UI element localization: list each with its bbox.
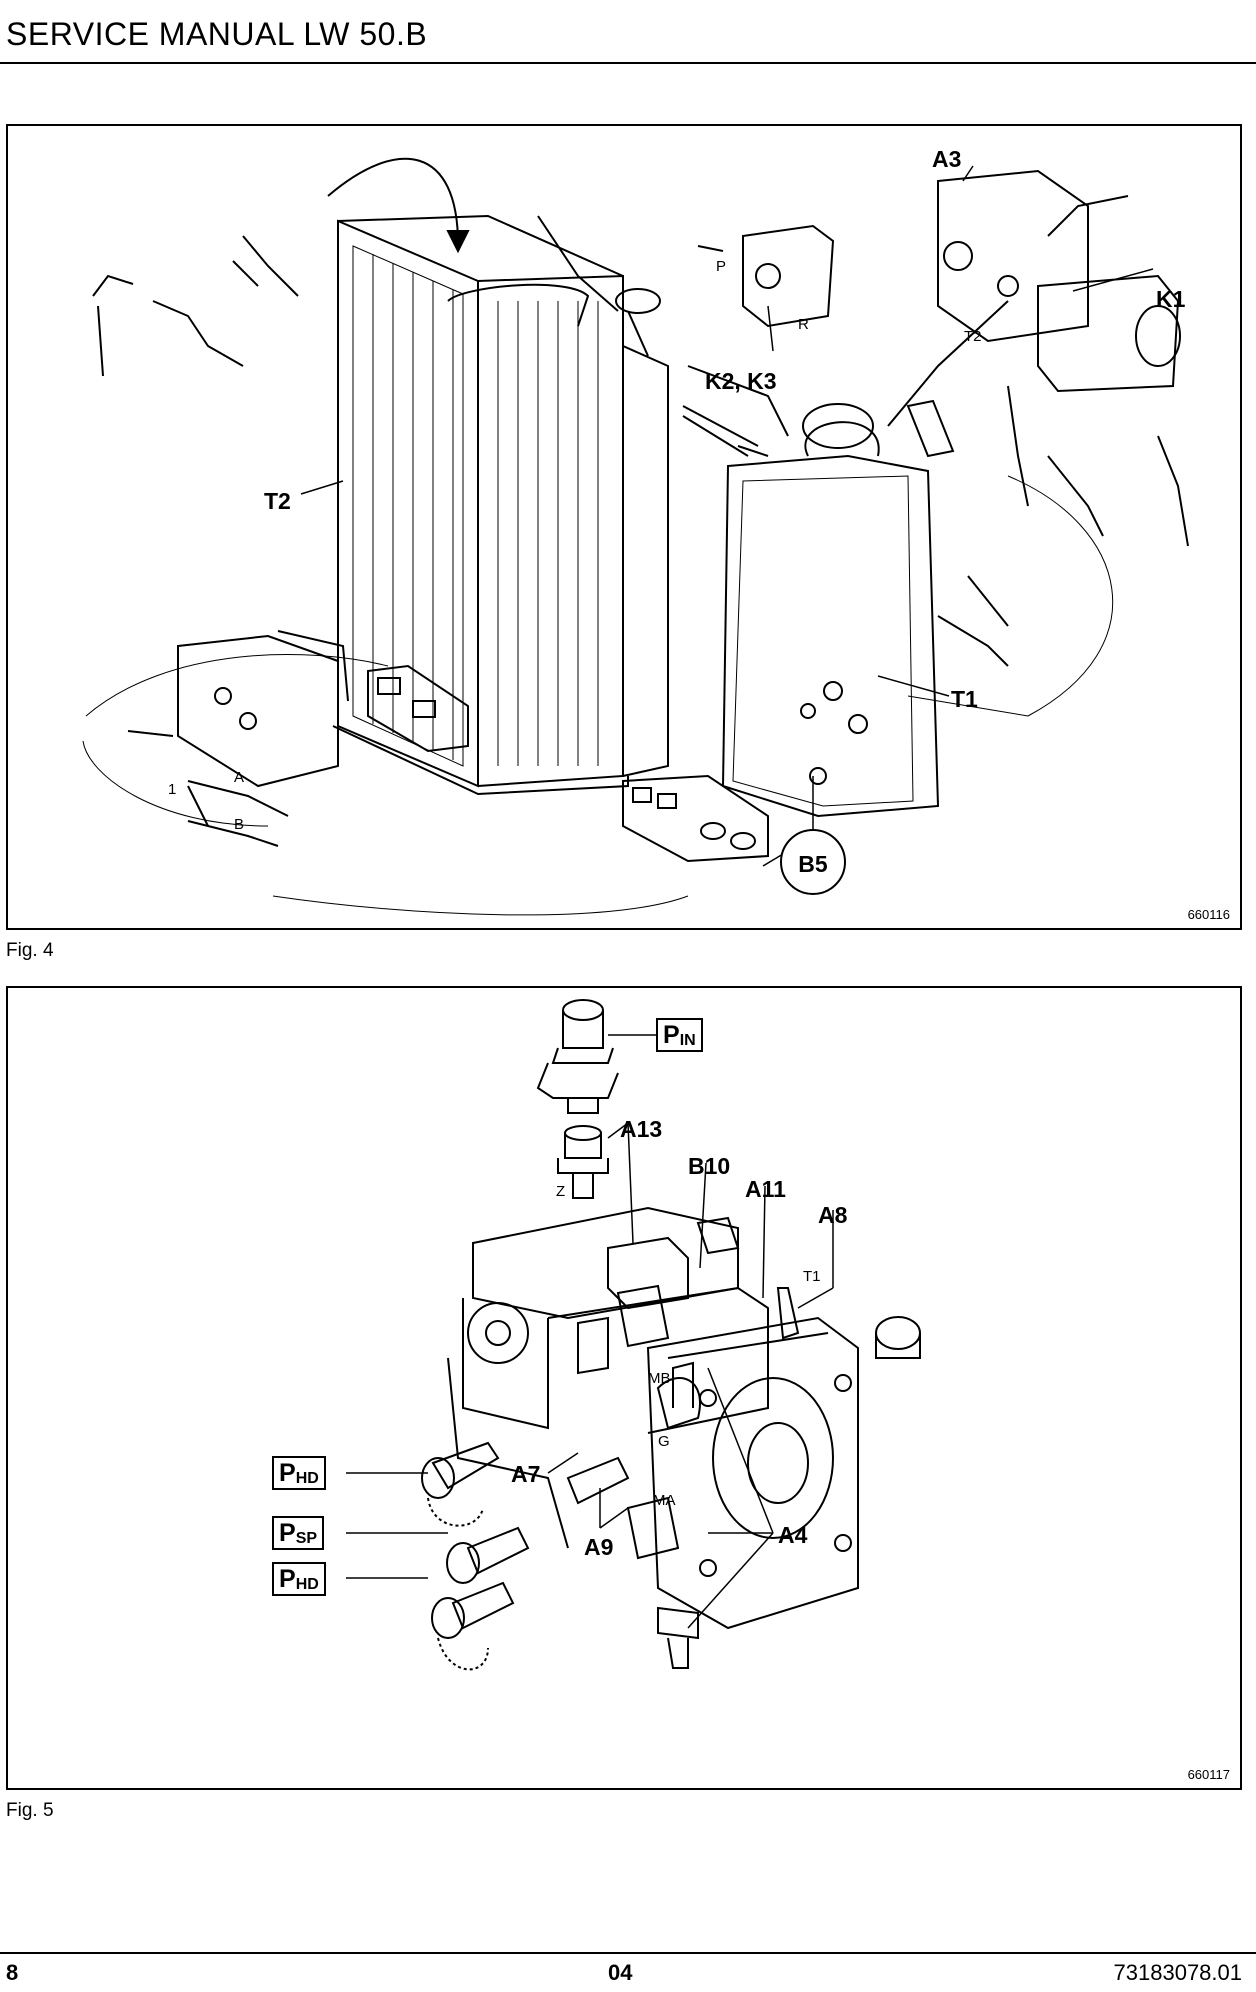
label-b5: B5 [780, 829, 846, 895]
port-mark-g: G [658, 1433, 670, 1450]
label-a3: A3 [932, 146, 962, 172]
label-p-hd-2: PHD [272, 1562, 326, 1596]
port-mark-b: B [234, 816, 245, 833]
section-number: 04 [608, 1960, 633, 1985]
port-mark-a: A [234, 769, 245, 786]
adapter-drawing [557, 1125, 609, 1199]
port-mark-r: R [798, 316, 809, 333]
label-k2-k3: K2, K3 [705, 368, 777, 394]
label-p-in-sub: IN [679, 1032, 696, 1049]
port-mark-p: P [716, 258, 727, 275]
label-a9: A9 [584, 1534, 614, 1560]
label-a7: A7 [511, 1461, 541, 1487]
document-number: 73183078.01 [1113, 1960, 1242, 1985]
label-p-hd-1: PHD [272, 1456, 326, 1490]
label-t2: T2 [264, 488, 291, 514]
pump-body-drawing [447, 1206, 859, 1669]
label-p-sp: PSP [272, 1516, 325, 1550]
test-couplings-drawing [421, 1441, 680, 1671]
label-a11: A11 [745, 1176, 786, 1202]
label-p-sp-sub: SP [295, 1530, 318, 1547]
pump-lower-left-drawing [177, 630, 349, 788]
label-k1: K1 [1156, 286, 1186, 312]
label-p-in: PIN [656, 1018, 703, 1052]
figure-4-box: A3 K1 K2, K3 T2 T1 B5 P R T2 A B 1 66011… [6, 124, 1242, 930]
header-rule [0, 62, 1256, 64]
label-p-hd-2-main: P [279, 1565, 296, 1593]
figure-5-caption: Fig. 5 [6, 1800, 54, 1821]
port-mark-mb: MB [648, 1370, 671, 1387]
page-number: 8 [6, 1960, 19, 1985]
port-mark-1: 1 [168, 781, 177, 798]
figure-5-box: PIN A13 B10 A11 A8 PHD A7 PSP A4 A9 PHD … [6, 986, 1242, 1790]
page-title: SERVICE MANUAL LW 50.B [6, 16, 428, 52]
label-a4: A4 [778, 1522, 808, 1548]
port-mark-ma: MA [653, 1492, 676, 1509]
port-mark-z: Z [556, 1183, 566, 1200]
label-t1: T1 [951, 686, 978, 712]
tank-drawing [721, 399, 955, 818]
label-b10: B10 [688, 1153, 731, 1179]
port-mark-t1: T1 [803, 1268, 821, 1285]
pressure-sensor-pin-drawing [536, 999, 619, 1114]
label-p-in-main: P [663, 1021, 680, 1049]
radiator-drawing [332, 214, 669, 796]
drawing-id: 660116 [1187, 907, 1230, 922]
figure-4-caption: Fig. 4 [6, 940, 54, 961]
plug-drawing [875, 1316, 921, 1359]
figure-5-drawing [346, 999, 921, 1671]
figure-4-drawing [82, 157, 1189, 916]
pump-a3-drawing [937, 169, 1181, 393]
clamp-lower-drawing [622, 774, 769, 863]
label-a8: A8 [818, 1202, 848, 1228]
footer-rule [0, 1952, 1256, 1954]
pump-k2k3-drawing [742, 224, 835, 328]
label-p-hd-1-main: P [279, 1459, 296, 1487]
port-mark-t2: T2 [964, 328, 982, 345]
label-a13: A13 [620, 1116, 663, 1142]
drawing-id: 660117 [1187, 1767, 1230, 1782]
clamp-drawing [367, 664, 469, 753]
label-p-hd-2-sub: HD [295, 1576, 319, 1593]
label-p-hd-1-sub: HD [295, 1470, 319, 1487]
label-p-sp-main: P [279, 1519, 296, 1547]
